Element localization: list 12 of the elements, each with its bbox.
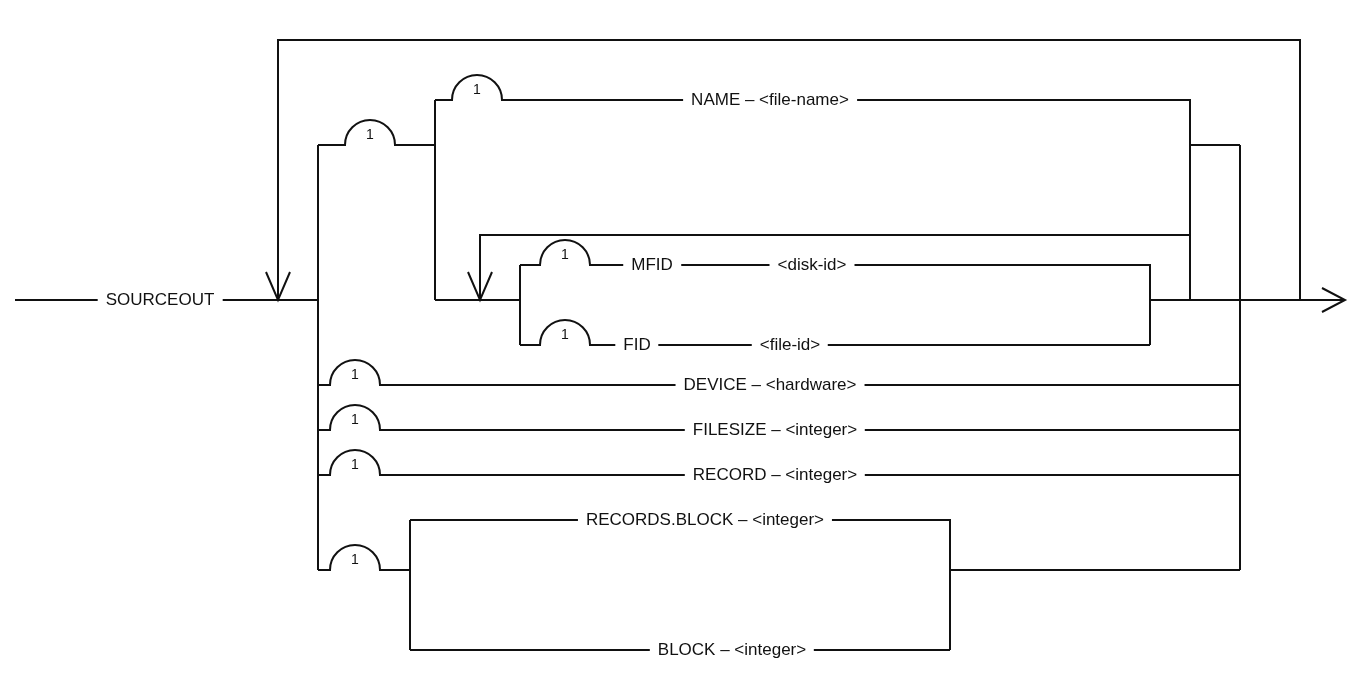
repeat-count: 1: [366, 126, 374, 142]
repeat-count: 1: [351, 456, 359, 472]
syntax-term: RECORD – <integer>: [684, 465, 866, 485]
repeat-count: 1: [351, 551, 359, 567]
syntax-term: RECORDS.BLOCK – <integer>: [577, 510, 833, 530]
repeat-count: 1: [561, 326, 569, 342]
syntax-term: FILESIZE – <integer>: [684, 420, 866, 440]
repeat-count: 1: [473, 81, 481, 97]
syntax-term: BLOCK – <integer>: [649, 640, 815, 660]
repeat-count: 1: [351, 366, 359, 382]
repeat-count: 1: [351, 411, 359, 427]
repeat-count: 1: [561, 246, 569, 262]
